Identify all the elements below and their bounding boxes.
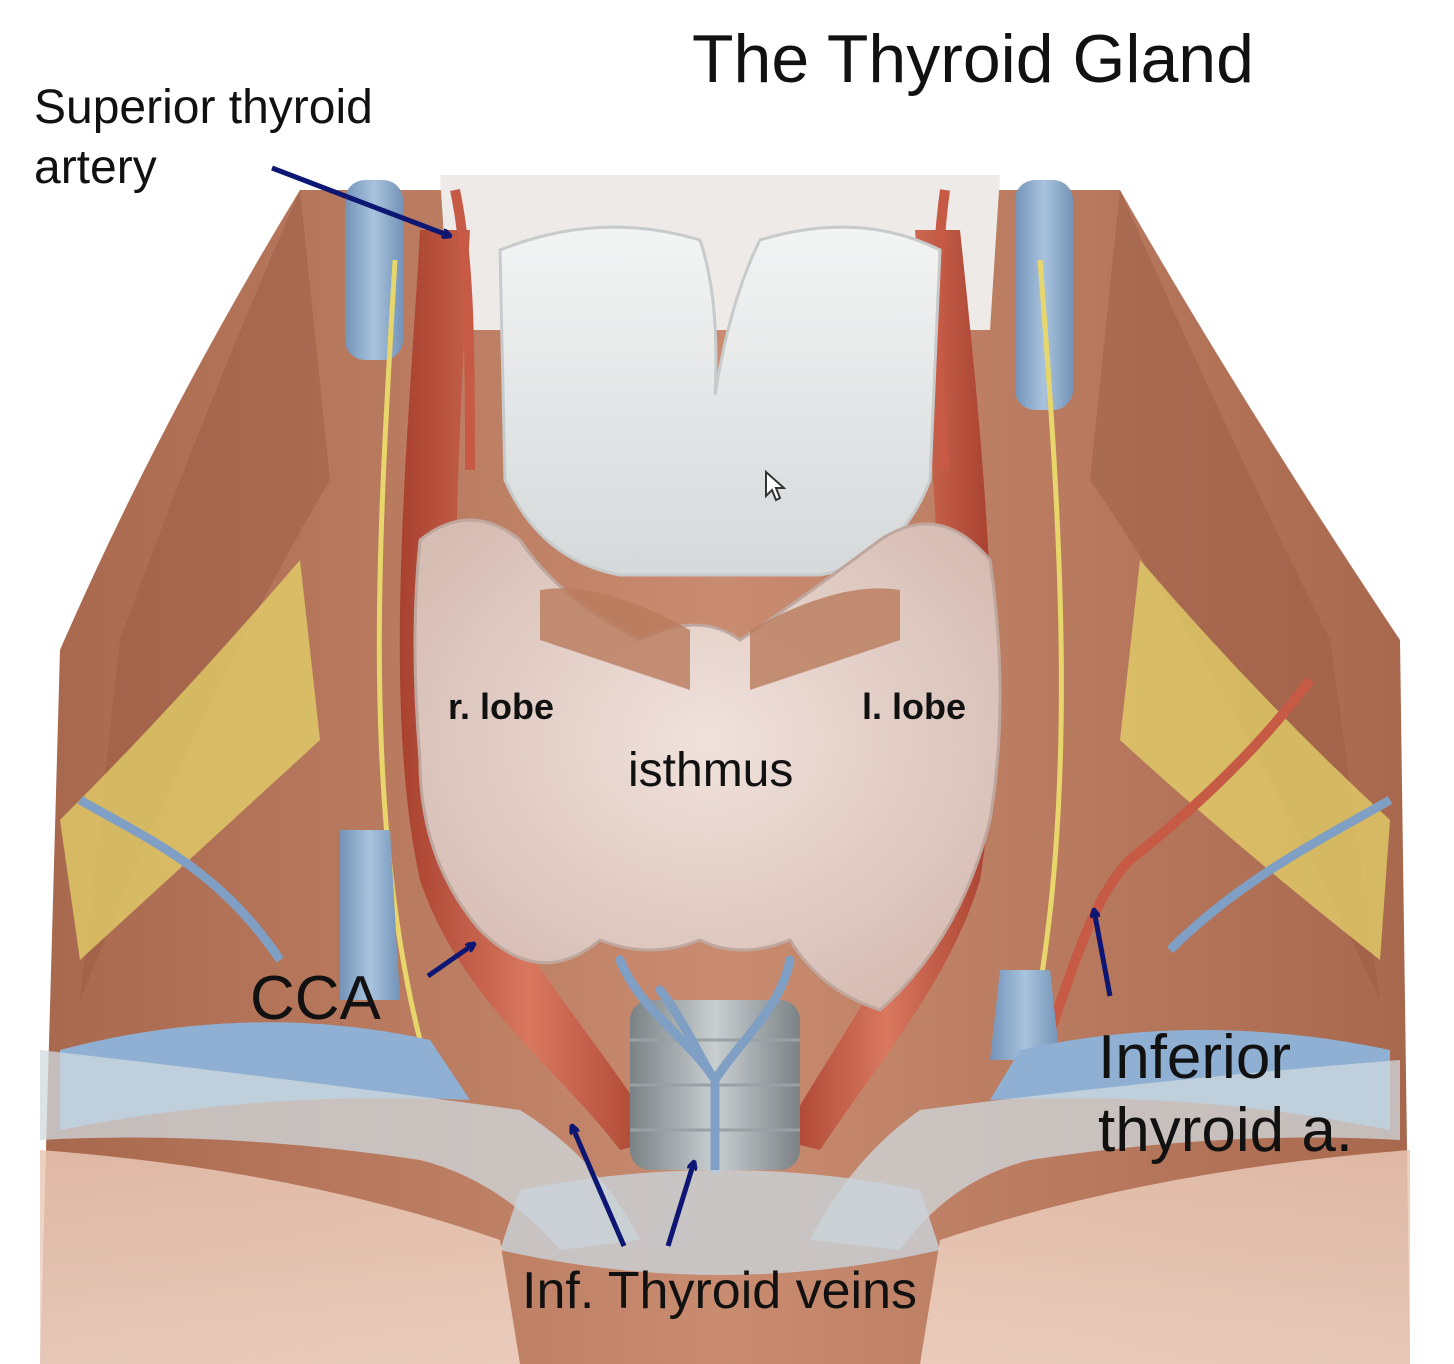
right-clavicle — [40, 1050, 640, 1250]
arrow-veins-right — [665, 1162, 694, 1247]
right-common-carotid — [399, 230, 660, 1150]
arrow-inferior-thyroid — [1094, 910, 1113, 997]
right-jugular-vein-upper — [345, 180, 403, 360]
label-inferior-thyroid-artery-line2: thyroid a. — [1098, 1095, 1354, 1165]
label-superior-thyroid-artery-line2: artery — [34, 141, 157, 195]
inferior-thyroid-artery — [1035, 676, 1314, 1062]
label-right-lobe: r. lobe — [448, 686, 555, 727]
slide-title: The Thyroid Gland — [692, 21, 1254, 97]
arrow-veins-left — [572, 1126, 627, 1247]
label-inferior-thyroid-veins: Inf. Thyroid veins — [522, 1262, 918, 1320]
label-inferior-thyroid-artery: Inferior thyroid a. — [1098, 1022, 1353, 1167]
label-isthmus: isthmus — [628, 744, 794, 797]
arrow-cca — [426, 944, 474, 979]
manubrium — [500, 1170, 940, 1275]
label-superior-thyroid-artery: Superior thyroid artery — [34, 78, 373, 199]
thyroid-cartilage — [498, 225, 942, 577]
label-cca: CCA — [250, 964, 381, 1033]
label-left-lobe: l. lobe — [862, 686, 967, 727]
mouse-pointer-icon — [765, 470, 786, 502]
arrow-superior-thyroid — [271, 165, 450, 236]
inferior-thyroid-veins — [615, 955, 795, 1175]
label-inferior-thyroid-artery-line1: Inferior — [1098, 1023, 1291, 1092]
label-superior-thyroid-artery-line1: Superior thyroid — [34, 81, 373, 134]
left-clavicle — [810, 1060, 1400, 1250]
